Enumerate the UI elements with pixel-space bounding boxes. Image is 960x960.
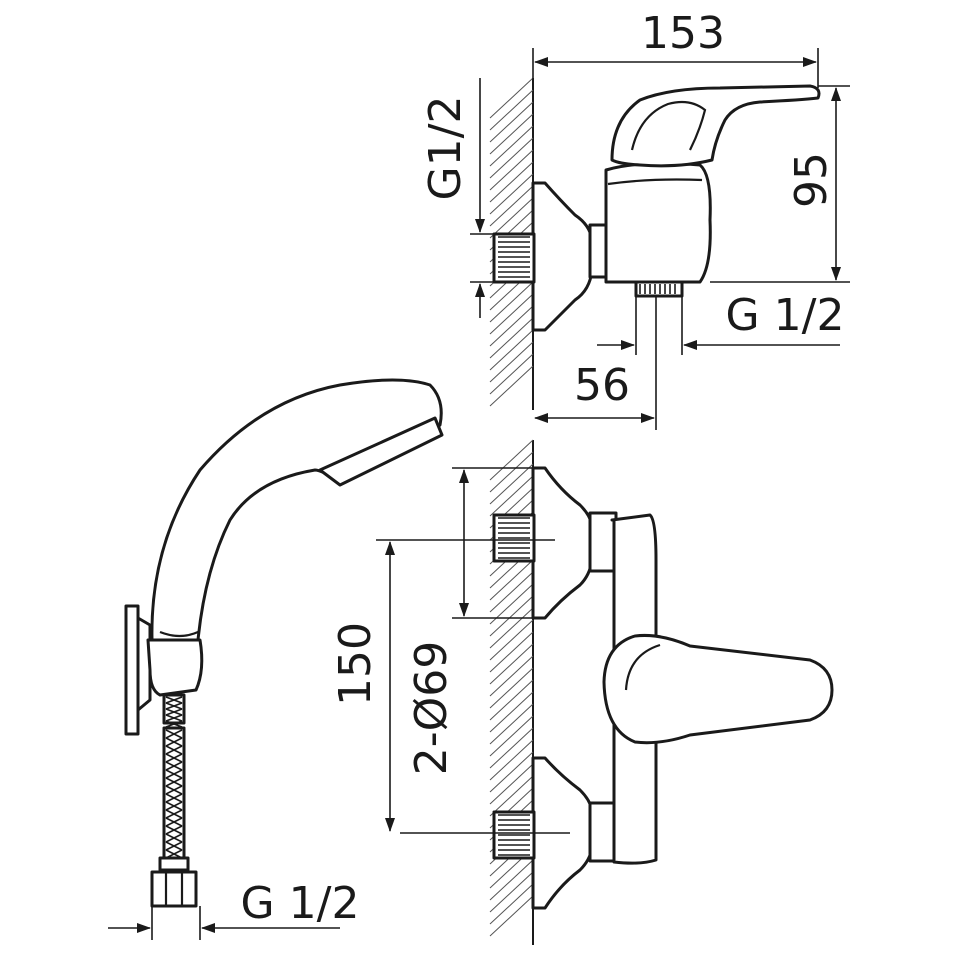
hatch-line (489, 281, 534, 323)
hatch-line (489, 739, 534, 781)
dimension-56: 56 (534, 296, 657, 430)
hatch-line (489, 619, 534, 661)
hatch-line (489, 871, 534, 913)
hatch-line (489, 353, 534, 395)
hatch-line (489, 185, 534, 227)
hatch-line (489, 365, 534, 407)
dimension-rosettes: 2-Ø69 (406, 467, 533, 776)
hatch-line (489, 607, 534, 649)
hatch-line (489, 559, 534, 601)
hatch-line (489, 305, 534, 347)
thread-line (165, 817, 183, 827)
dimension-outlet-thread: G 1/2 (597, 290, 844, 355)
thread-line (165, 769, 183, 779)
dimension-label-inlet-thread: G1/2 (420, 96, 471, 201)
thread-line (165, 708, 183, 716)
hatch-line (489, 341, 534, 383)
hatch-line (489, 655, 534, 697)
hatch-line (489, 751, 534, 793)
hatch-line (489, 643, 534, 685)
thread-line (165, 809, 183, 819)
thread-line (165, 696, 183, 704)
dimension-inlet-thread: G1/2 (420, 78, 494, 318)
hatch-line (489, 137, 534, 179)
hatch-line (489, 715, 534, 757)
mixer-front-view (492, 466, 834, 910)
hatch-line (489, 317, 534, 359)
dimension-label-outlet-thread: G 1/2 (726, 290, 845, 341)
hatch-line (489, 451, 534, 493)
dimension-label-rosettes: 2-Ø69 (406, 641, 457, 776)
dimension-label-150: 150 (330, 622, 381, 706)
hatch-line (489, 101, 534, 143)
thread-line (165, 720, 183, 728)
dimension-hose-thread: G 1/2 (108, 878, 359, 940)
dimension-153: 153 (532, 8, 819, 88)
dimension-95: 95 (710, 85, 850, 283)
thread-line (165, 753, 183, 763)
hatch-line (489, 439, 534, 481)
hatch-line (489, 703, 534, 745)
hatch-line (489, 149, 534, 191)
hatch-line (489, 113, 534, 155)
hatch-line (489, 329, 534, 371)
hatch-line (489, 763, 534, 805)
thread-line (165, 801, 183, 811)
hatch-line (489, 631, 534, 673)
mixer-side-view (492, 84, 821, 332)
hatch-line (489, 125, 534, 167)
thread-line (165, 777, 183, 787)
thread-line (165, 737, 183, 747)
hand-shower (124, 378, 444, 908)
thread-line (165, 714, 183, 722)
dimension-label-95: 95 (786, 152, 837, 208)
hatch-line (489, 161, 534, 203)
thread-line (165, 833, 183, 843)
hatch-line (489, 89, 534, 131)
dimension-label-hose-thread: G 1/2 (241, 878, 360, 929)
thread-line (165, 702, 183, 710)
hatch-line (489, 293, 534, 335)
thread-line (165, 785, 183, 795)
hatch-line (489, 775, 534, 817)
dimension-label-56: 56 (574, 360, 630, 411)
hatch-line (489, 173, 534, 215)
hatch-line (489, 197, 534, 239)
hatch-line (489, 667, 534, 709)
thread-line (165, 825, 183, 835)
thread-line (165, 841, 183, 851)
thread-line (165, 793, 183, 803)
hatch-line (489, 895, 534, 937)
hatch-line (489, 691, 534, 733)
hatch-line (489, 463, 534, 505)
hatch-line (489, 859, 534, 901)
hatch-line (489, 679, 534, 721)
thread-line (165, 729, 183, 739)
thread-line (165, 745, 183, 755)
hatch-line (489, 571, 534, 613)
hatch-line (489, 883, 534, 925)
hatch-line (489, 595, 534, 637)
hatch-line (489, 475, 534, 517)
hatch-line (489, 727, 534, 769)
thread-line (165, 761, 183, 771)
dimension-label-153: 153 (641, 8, 725, 59)
hatch-line (489, 77, 534, 119)
dimension-150: 150 (330, 539, 570, 834)
